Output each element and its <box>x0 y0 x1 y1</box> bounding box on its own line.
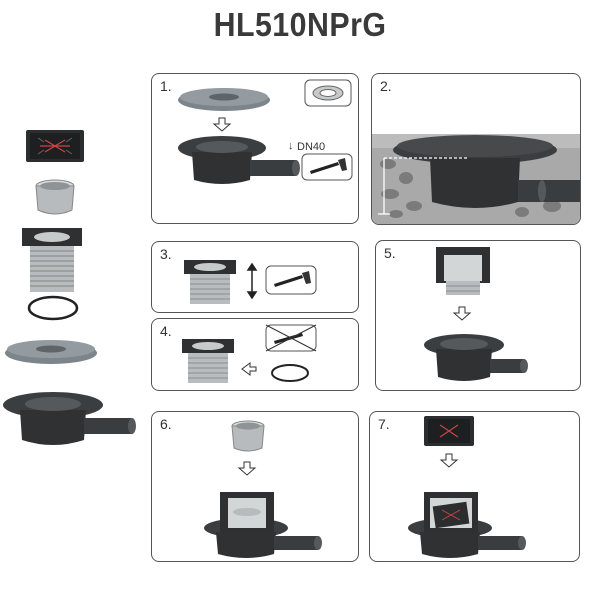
step-number: 7. <box>378 416 390 432</box>
step-2-panel: 2. <box>371 73 581 225</box>
step-number: 2. <box>380 78 392 94</box>
saw-icon <box>301 153 353 181</box>
arrow-left-icon <box>241 362 257 376</box>
dn40-label: DN40 <box>297 141 325 153</box>
frame-with-thread-image <box>182 339 234 383</box>
step-4-panel: 4. <box>151 318 359 391</box>
step-number: 6. <box>160 416 172 432</box>
saw-icon <box>265 265 317 295</box>
step-7-panel: 7. <box>369 411 580 562</box>
assembled-drain-with-grating-image <box>408 492 526 558</box>
grating-image <box>424 416 474 446</box>
assembled-drain-image <box>204 492 322 558</box>
step-5-panel: 5. <box>375 240 581 391</box>
ring-thumbnail <box>304 79 352 107</box>
drain-body-image <box>178 136 300 184</box>
step-1-panel: 1. ↓ DN40 <box>151 73 359 224</box>
o-ring-image <box>271 364 309 382</box>
o-ring-part <box>27 295 79 321</box>
step-number: 4. <box>160 323 172 339</box>
height-indicator <box>378 157 468 215</box>
sieve-image <box>231 420 265 452</box>
page-title: HL510NPrG <box>213 6 387 43</box>
step-6-panel: 6. <box>151 411 359 562</box>
frame-with-thread-image <box>184 260 236 304</box>
sieve-part <box>35 179 75 215</box>
installed-drain <box>393 135 580 208</box>
arrow-down-icon <box>212 117 232 132</box>
step-number: 5. <box>384 245 396 261</box>
step-number: 3. <box>160 246 172 262</box>
no-saw-icon <box>265 324 317 352</box>
updown-arrow-icon <box>246 262 258 300</box>
membrane-image <box>178 88 270 111</box>
grating-part <box>26 130 84 162</box>
membrane-part <box>5 340 97 364</box>
arrow-down-icon <box>452 306 472 321</box>
dn40-arrow: ↓ <box>288 140 294 152</box>
frame-with-thread-part <box>22 228 82 292</box>
parts-sidebar <box>0 120 140 450</box>
frame-with-thread-image <box>436 247 490 295</box>
arrow-down-icon <box>439 453 459 468</box>
step-number: 1. <box>160 78 172 94</box>
drain-body-image <box>424 334 528 381</box>
drain-body-part <box>3 392 136 445</box>
step-3-panel: 3. <box>151 241 359 313</box>
arrow-down-icon <box>237 461 257 476</box>
